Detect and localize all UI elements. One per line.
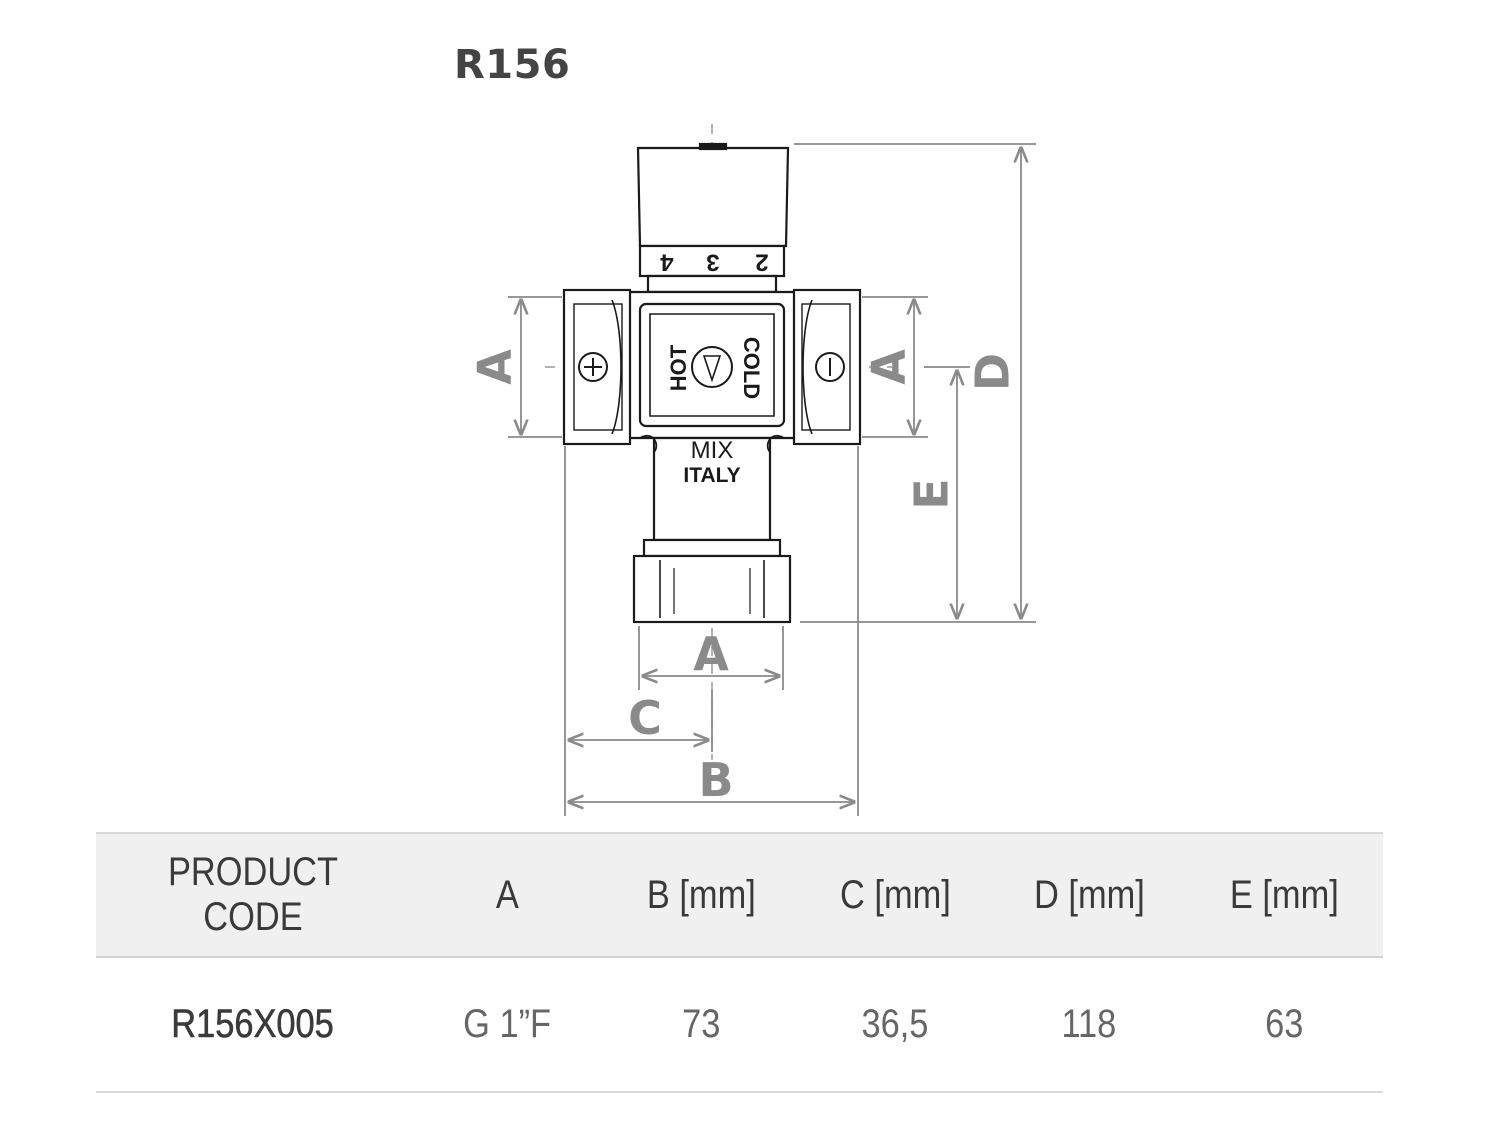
cell-e: 63 bbox=[1186, 957, 1383, 1093]
product-title: R156 bbox=[454, 42, 571, 88]
column-header-e: E [mm] bbox=[1186, 832, 1383, 958]
hot-label: HOT bbox=[666, 344, 691, 391]
dial-scale: 4 3 2 bbox=[660, 249, 769, 276]
dimension-d-label: D bbox=[966, 353, 1020, 391]
dimension-a-right-label: A bbox=[862, 349, 916, 385]
brand-logo-icon bbox=[691, 346, 733, 388]
dial-mark: 3 bbox=[706, 249, 719, 276]
dimension-b-label: B bbox=[698, 753, 733, 807]
dial-mark: 2 bbox=[755, 249, 768, 276]
cell-c: 36,5 bbox=[798, 957, 992, 1093]
table-row: R156X005 G 1”F 73 36,5 118 63 bbox=[96, 957, 1383, 1093]
cell-a: G 1”F bbox=[410, 957, 604, 1093]
origin-label: ITALY bbox=[683, 464, 740, 487]
cell-product-code: R156X005 bbox=[96, 957, 410, 1093]
dimension-lines bbox=[508, 143, 1036, 816]
cell-b: 73 bbox=[604, 957, 798, 1093]
dimensions-table: PRODUCT CODE A B [mm] C [mm] D [mm] E [m… bbox=[96, 832, 1383, 1093]
column-header-d: D [mm] bbox=[992, 832, 1186, 958]
dial-mark: 4 bbox=[660, 249, 674, 276]
mix-label: MIX bbox=[691, 437, 734, 464]
column-header-c: C [mm] bbox=[798, 832, 992, 958]
column-header-a: A bbox=[410, 832, 604, 958]
column-header-b: B [mm] bbox=[604, 832, 798, 958]
dimension-c-label: C bbox=[628, 691, 662, 745]
column-header-product-code: PRODUCT CODE bbox=[96, 832, 410, 958]
hot-plus-icon bbox=[578, 352, 608, 382]
dimension-a-left-label: A bbox=[468, 349, 522, 385]
dimension-a-bottom-label: A bbox=[693, 627, 729, 681]
cold-minus-icon bbox=[815, 352, 845, 382]
dimension-e-label: E bbox=[905, 478, 959, 509]
cell-d: 118 bbox=[992, 957, 1186, 1093]
table-header-row: PRODUCT CODE A B [mm] C [mm] D [mm] E [m… bbox=[96, 832, 1383, 958]
cold-label: COLD bbox=[739, 337, 764, 399]
valve-technical-drawing: HOT COLD MIX ITALY 4 3 2 bbox=[468, 124, 1036, 816]
